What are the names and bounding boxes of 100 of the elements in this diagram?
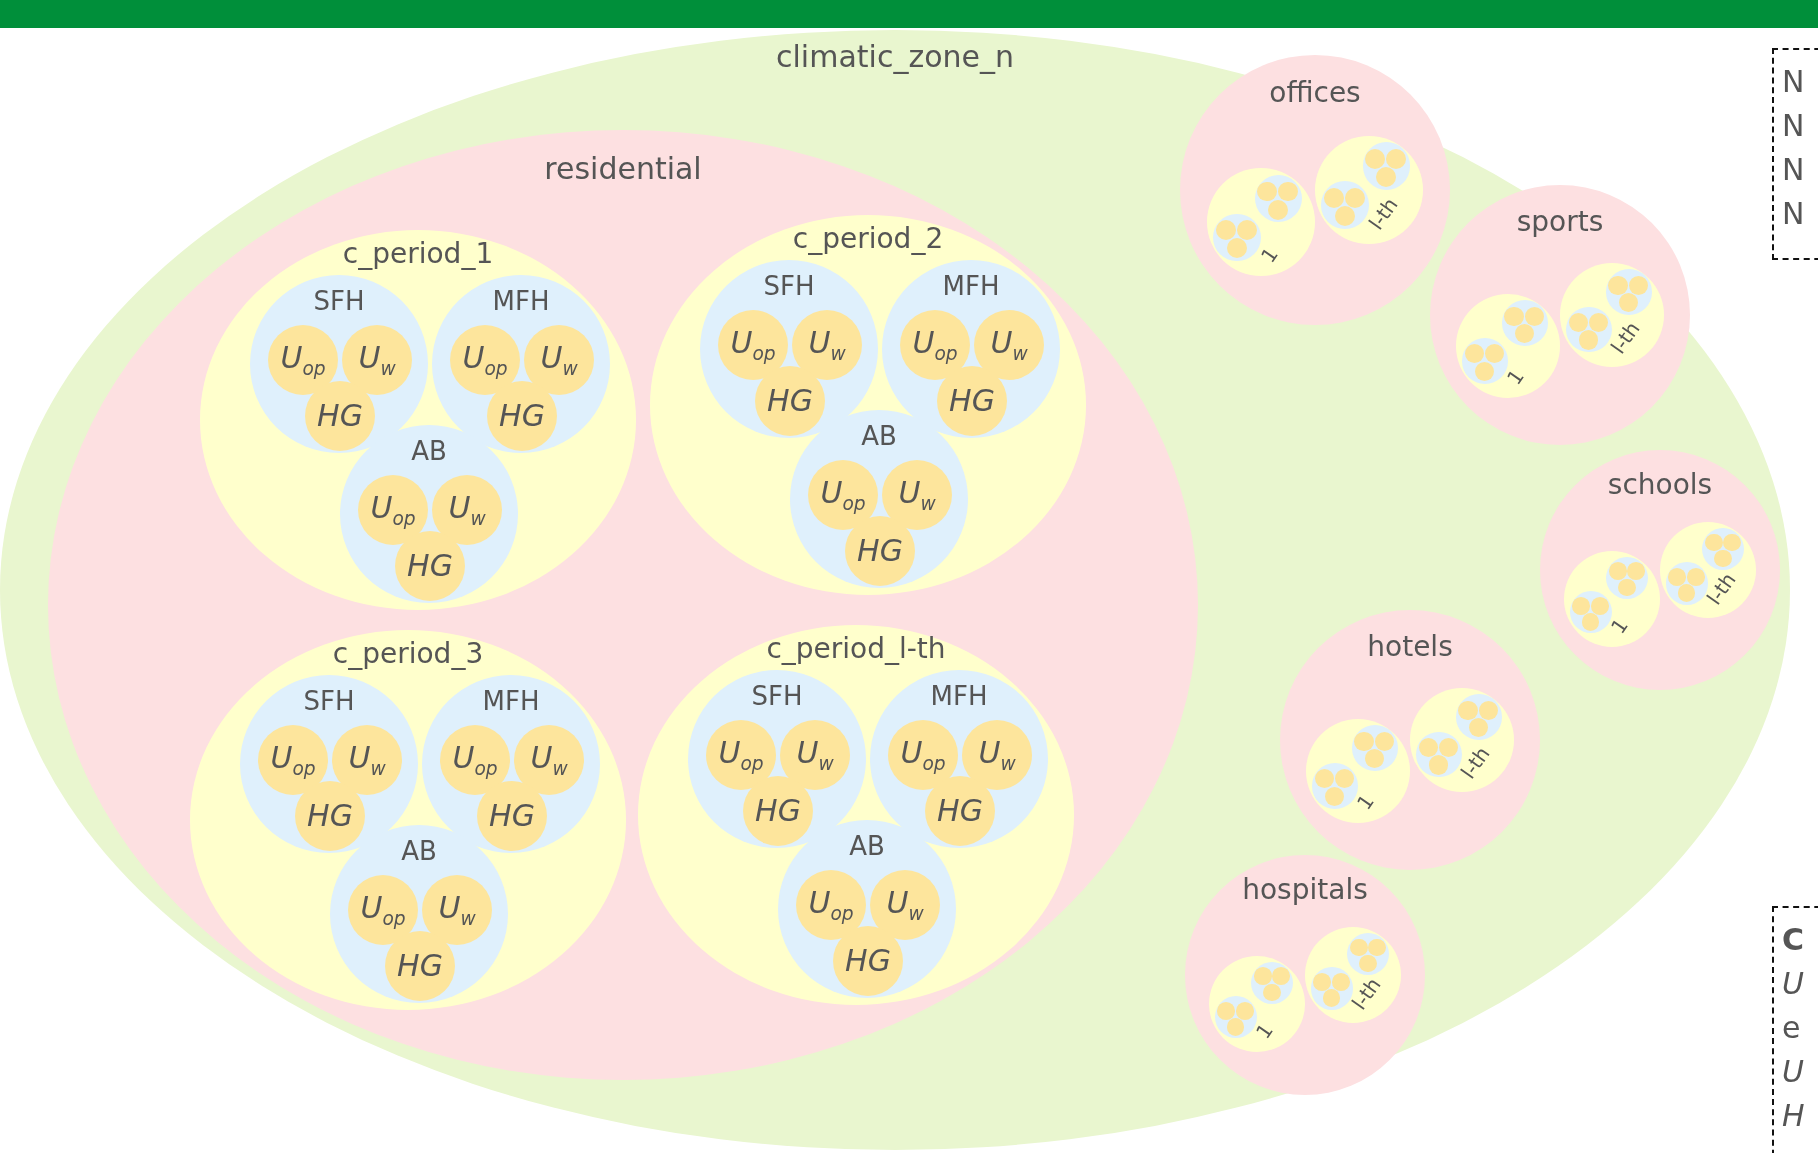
building-type-circle [1251,961,1294,1004]
period-number-label: 1 [1354,790,1378,813]
parameter-circle [1704,533,1723,552]
parameter-circle [1335,769,1355,789]
note-text: N [1782,151,1805,189]
building-type-label: MFH [942,272,1000,302]
building-type-circle [1665,562,1708,605]
parameter-circle [1429,755,1449,775]
parameter-circle [1235,1002,1254,1020]
parameter-circle [487,381,557,451]
parameter-label: U$_{w}$ [530,741,568,779]
parameter-circle [1354,731,1374,752]
parameter-circle [1590,597,1609,615]
parameter-label: HG [857,533,903,569]
building-type-circle [1254,174,1303,223]
parameter-circle [1386,149,1407,170]
parameter-circle [1325,786,1345,806]
parameter-label: U$_{op}$ [280,341,326,379]
parameter-label: U$_{w}$ [540,341,578,379]
parameter-circle [1568,313,1589,333]
parameter-circle [1608,562,1627,581]
parameter-circle [1439,738,1459,758]
period-number-label: l-th [1458,742,1494,782]
period-title: c_period_l-th [766,633,946,666]
parameter-label: HG [755,793,801,829]
parameter-label: U$_{op}$ [730,326,776,364]
parameter-label: U$_{op}$ [370,491,416,529]
note-text: N [1782,63,1805,101]
parameter-circle [385,931,455,1001]
building-type-circle [1312,762,1358,809]
period-number-label: l-th [1703,569,1739,609]
parameter-circle [1368,938,1387,957]
parameter-label: U$_{op}$ [360,891,406,929]
parameter-circle [1345,188,1366,208]
parameter-circle [1628,275,1648,295]
building-type-label: AB [861,422,897,452]
parameter-circle [477,781,547,851]
parameter-circle [395,531,465,601]
note-text: U [1782,965,1804,1003]
parameter-circle [1374,731,1394,752]
parameter-circle [1618,578,1636,597]
parameter-label: U$_{w}$ [808,326,846,364]
sector-title: schools [1607,469,1713,502]
building-type-label: SFH [313,287,365,317]
parameter-circle [1349,938,1368,957]
note-text: N [1782,107,1805,145]
building-type-label: SFH [763,272,815,302]
parameter-label: U$_{op}$ [912,326,958,364]
parameter-label: U$_{op}$ [900,736,946,774]
building-type-circle [1606,556,1649,599]
building-type-circle [1462,337,1508,384]
building-type-circle [1605,269,1652,315]
building-type-circle [1569,591,1612,634]
parameter-label: U$_{op}$ [462,341,508,379]
parameter-circle [1627,562,1646,581]
period-title: c_period_3 [332,638,484,671]
parameter-label: HG [407,548,453,584]
sector-title: residential [544,152,702,187]
building-type-label: AB [849,832,885,862]
parameter-label: U$_{w}$ [348,741,386,779]
period-title: c_period_1 [342,238,494,271]
parameter-circle [1267,199,1288,220]
building-type-circle [1214,996,1257,1039]
building-type-circle [1501,300,1548,347]
period-number-label: 1 [1257,243,1282,266]
parameter-label: U$_{op}$ [270,741,316,779]
note-text: U [1782,1053,1804,1091]
parameter-label: HG [949,383,995,419]
parameter-circle [1359,954,1377,973]
parameter-circle [1478,700,1498,720]
building-type-circle [1455,694,1502,740]
parameter-circle [1723,533,1742,552]
period-number-label: l-th [1365,194,1402,234]
parameter-circle [1322,989,1341,1007]
sector-title: offices [1269,76,1361,109]
building-type-circle [1362,142,1411,190]
parameter-circle [1418,738,1439,758]
parameter-circle [1226,1018,1245,1036]
parameter-circle [1263,983,1281,1002]
parameter-circle [1464,344,1485,364]
parameter-label: HG [307,798,353,834]
parameter-label: U$_{w}$ [990,326,1028,364]
parameter-label: HG [397,948,443,984]
period-number-label: 1 [1504,365,1528,388]
parameter-label: HG [845,943,891,979]
parameter-circle [1334,206,1355,226]
parameter-circle [925,776,995,846]
parameter-label: U$_{w}$ [438,891,476,929]
building-type-circle [1702,527,1745,570]
parameter-circle [1364,749,1384,769]
parameter-circle [1331,973,1350,991]
parameter-circle [1313,973,1331,991]
building-type-circle [1213,213,1261,262]
building-type-circle [1310,967,1353,1010]
building-type-label: MFH [492,287,550,317]
parameter-circle [833,926,903,996]
period-number-label: 1 [1607,615,1631,638]
parameter-circle [1237,220,1258,241]
parameter-circle [1514,324,1534,344]
parameter-circle [1216,220,1237,241]
